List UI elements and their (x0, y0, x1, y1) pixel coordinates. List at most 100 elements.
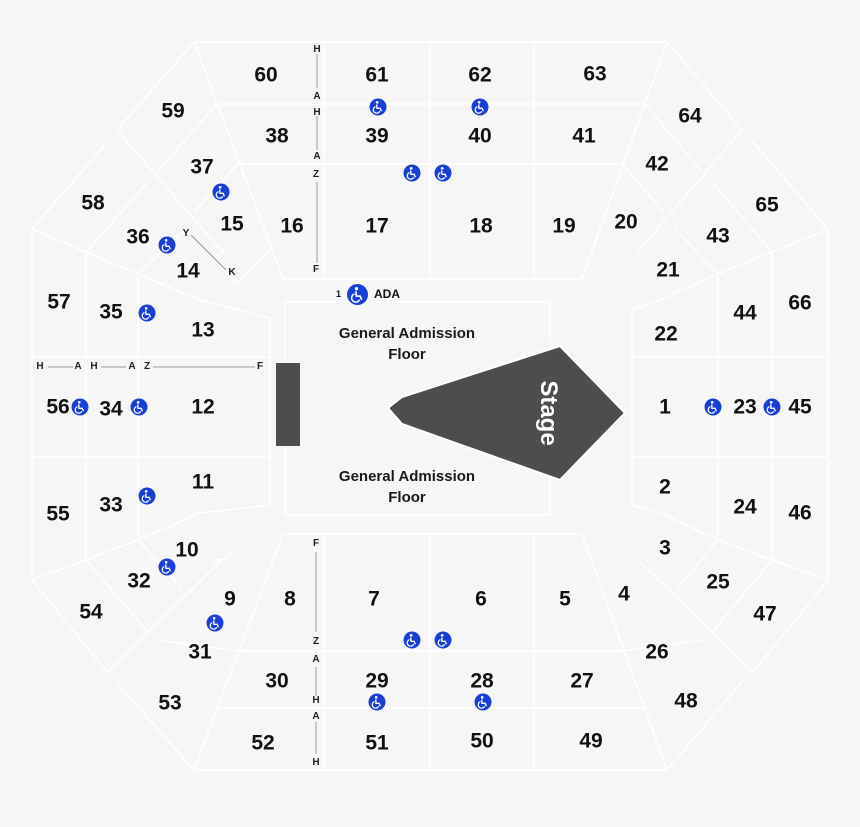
section-38[interactable]: 38 (265, 124, 289, 148)
section-1[interactable]: 1 (659, 395, 671, 419)
section-42[interactable]: 42 (645, 152, 669, 176)
section-41[interactable]: 41 (572, 124, 596, 148)
wheelchair-icon (434, 631, 452, 649)
section-6[interactable]: 6 (475, 587, 487, 611)
section-48[interactable]: 48 (674, 689, 698, 713)
section-27[interactable]: 27 (570, 669, 594, 693)
row-marker: Y (182, 228, 190, 239)
wheelchair-icon (704, 398, 722, 416)
wheelchair-icon (212, 183, 230, 201)
section-33[interactable]: 33 (99, 493, 123, 517)
section-34[interactable]: 34 (99, 397, 123, 421)
section-3[interactable]: 3 (659, 536, 671, 560)
section-19[interactable]: 19 (552, 214, 576, 238)
section-37[interactable]: 37 (190, 155, 214, 179)
section-50[interactable]: 50 (470, 729, 494, 753)
wheelchair-icon (347, 283, 369, 305)
section-62[interactable]: 62 (468, 63, 492, 87)
section-11[interactable]: 11 (191, 470, 215, 494)
wheelchair-icon (403, 631, 421, 649)
section-52[interactable]: 52 (251, 731, 275, 755)
section-64[interactable]: 64 (678, 104, 702, 128)
wheelchair-icon (138, 304, 156, 322)
row-marker: H (312, 757, 320, 768)
section-59[interactable]: 59 (161, 99, 185, 123)
wheelchair-icon (138, 487, 156, 505)
section-7[interactable]: 7 (368, 587, 380, 611)
row-marker: H (36, 361, 44, 372)
section-8[interactable]: 8 (284, 587, 296, 611)
row-marker: A (74, 361, 82, 372)
section-47[interactable]: 47 (753, 602, 777, 626)
section-61[interactable]: 61 (365, 63, 389, 87)
section-26[interactable]: 26 (645, 640, 669, 664)
section-2[interactable]: 2 (659, 475, 671, 499)
section-39[interactable]: 39 (365, 124, 389, 148)
section-18[interactable]: 18 (469, 214, 493, 238)
ga-floor-bottom-line2: Floor (388, 489, 426, 506)
section-58[interactable]: 58 (81, 191, 105, 215)
wheelchair-icon (368, 693, 386, 711)
section-9[interactable]: 9 (224, 587, 236, 611)
section-32[interactable]: 32 (127, 569, 151, 593)
section-5[interactable]: 5 (559, 587, 571, 611)
stage-shape[interactable] (386, 344, 627, 482)
section-35[interactable]: 35 (99, 300, 123, 324)
wheelchair-icon (403, 164, 421, 182)
row-marker: A (128, 361, 136, 372)
section-29[interactable]: 29 (365, 669, 389, 693)
wheelchair-icon (71, 398, 89, 416)
section-22[interactable]: 22 (654, 322, 678, 346)
section-12[interactable]: 12 (191, 395, 215, 419)
row-marker: H (90, 361, 98, 372)
section-54[interactable]: 54 (79, 600, 103, 624)
section-40[interactable]: 40 (468, 124, 492, 148)
section-45[interactable]: 45 (788, 395, 812, 419)
wheelchair-icon (763, 398, 781, 416)
section-46[interactable]: 46 (788, 501, 812, 525)
row-marker: A (313, 91, 321, 102)
section-21[interactable]: 21 (656, 258, 680, 282)
section-36[interactable]: 36 (126, 225, 150, 249)
section-25[interactable]: 25 (706, 570, 730, 594)
section-66[interactable]: 66 (788, 291, 812, 315)
section-24[interactable]: 24 (733, 495, 757, 519)
wheelchair-icon (206, 614, 224, 632)
section-17[interactable]: 17 (365, 214, 389, 238)
section-49[interactable]: 49 (579, 729, 603, 753)
section-53[interactable]: 53 (158, 691, 182, 715)
ada-number: 1 (336, 289, 342, 299)
section-13[interactable]: 13 (191, 318, 215, 342)
section-55[interactable]: 55 (46, 502, 70, 526)
section-63[interactable]: 63 (583, 62, 607, 86)
section-28[interactable]: 28 (470, 669, 494, 693)
section-57[interactable]: 57 (47, 290, 71, 314)
section-44[interactable]: 44 (733, 301, 757, 325)
section-31[interactable]: 31 (188, 640, 212, 664)
section-10[interactable]: 10 (175, 538, 199, 562)
ga-floor-bottom-line1: General Admission (338, 468, 476, 485)
section-16[interactable]: 16 (280, 214, 304, 238)
row-marker: Z (312, 636, 320, 647)
section-60[interactable]: 60 (254, 63, 278, 87)
section-65[interactable]: 65 (755, 193, 779, 217)
section-14[interactable]: 14 (176, 259, 200, 283)
row-marker: F (312, 264, 320, 275)
section-20[interactable]: 20 (614, 210, 638, 234)
row-marker: Z (312, 169, 320, 180)
stage-label[interactable]: Stage (535, 380, 562, 446)
section-23[interactable]: 23 (733, 395, 757, 419)
wheelchair-icon (158, 558, 176, 576)
ga-floor-top-line1: General Admission (338, 325, 476, 342)
ga-floor-top[interactable]: General Admission Floor (339, 323, 475, 365)
row-marker: H (312, 695, 320, 706)
section-43[interactable]: 43 (706, 224, 730, 248)
wheelchair-icon (474, 693, 492, 711)
section-51[interactable]: 51 (365, 731, 389, 755)
section-56[interactable]: 56 (46, 395, 70, 419)
section-30[interactable]: 30 (265, 669, 289, 693)
section-4[interactable]: 4 (618, 582, 630, 606)
ga-floor-bottom[interactable]: General Admission Floor (339, 466, 475, 508)
section-15[interactable]: 15 (220, 212, 244, 236)
